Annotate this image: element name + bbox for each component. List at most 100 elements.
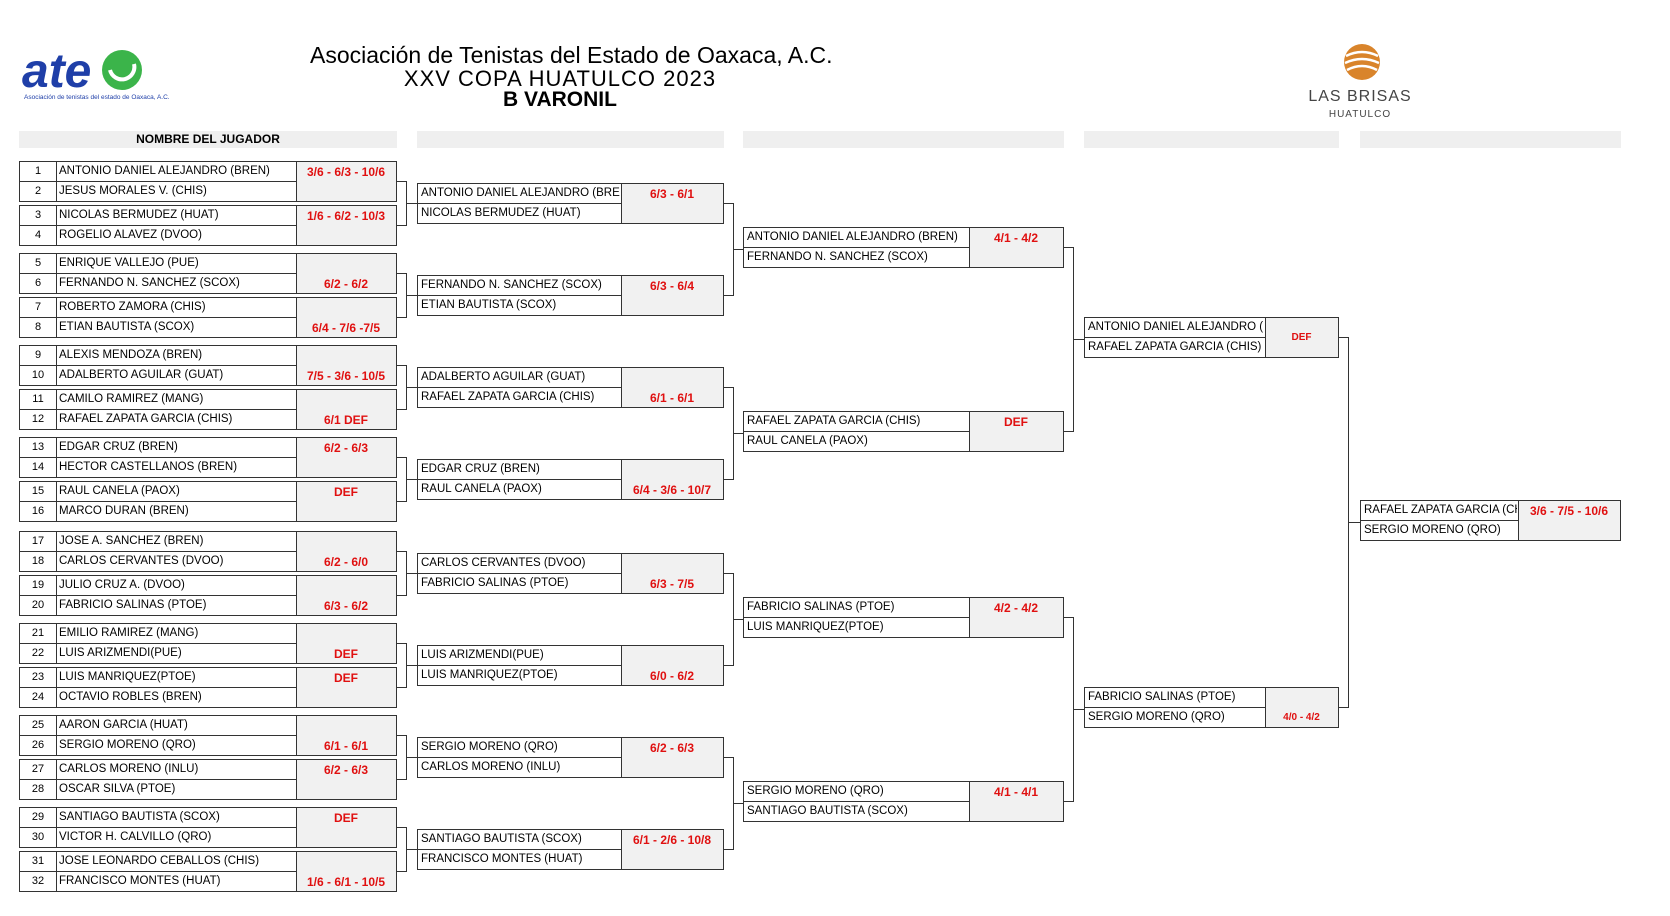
score-cell [296, 808, 396, 847]
score-cell [1518, 501, 1620, 540]
score-cell [621, 184, 723, 223]
match-score: 6/3 - 7/5 [649, 577, 695, 591]
row-divider [20, 365, 296, 366]
las-brisas-emblem [1344, 44, 1380, 80]
score-cell [296, 390, 396, 429]
player-name: JOSE A. SANCHEZ (BREN) [59, 535, 204, 547]
match-score: 6/0 - 6/2 [649, 669, 695, 683]
player-name: ANTONIO DANIEL ALEJANDRO (BR [1088, 321, 1264, 333]
bracket-connector [397, 273, 407, 318]
player-name: ETIAN BAUTISTA (SCOX) [421, 299, 557, 311]
seed-number: 24 [31, 691, 45, 703]
player-name: JULIO CRUZ A. (DVOO) [59, 579, 185, 591]
number-divider [56, 162, 57, 201]
number-divider [56, 716, 57, 755]
seed-number: 9 [34, 349, 42, 361]
score-cell [1265, 688, 1338, 727]
match-score: 4/1 - 4/2 [993, 231, 1039, 245]
score-cell [969, 412, 1063, 451]
match-score: 1/6 - 6/2 - 10/3 [306, 209, 386, 223]
seed-number: 3 [34, 209, 42, 221]
match-box: SANTIAGO BAUTISTA (SCOX)FRANCISCO MONTES… [417, 829, 724, 870]
atec-logo-subtitle: Asociación de tenistas del estado de Oax… [24, 94, 170, 101]
player-name: ALEXIS MENDOZA (BREN) [59, 349, 203, 361]
bracket-connector-line [1074, 339, 1084, 340]
las-brisas-logo: LAS BRISAS HUATULCO [1300, 42, 1420, 122]
player-name: CARLOS CERVANTES (DVOO) [421, 557, 586, 569]
row-divider [744, 801, 969, 802]
row-divider [418, 757, 621, 758]
column-header-round2 [417, 131, 724, 148]
column-header-players: NOMBRE DEL JUGADOR [19, 131, 397, 148]
seed-number: 16 [31, 505, 45, 517]
score-cell [1265, 318, 1338, 357]
seed-number: 22 [31, 647, 45, 659]
player-name: RAFAEL ZAPATA GARCIA (CHIS) [421, 391, 595, 403]
score-cell [296, 438, 396, 477]
match-score: 6/2 - 6/3 [323, 441, 369, 455]
score-cell [296, 298, 396, 337]
bracket-connector-line [407, 479, 417, 480]
match-box: CARLOS CERVANTES (DVOO) FABRICIO SALINAS … [417, 553, 724, 594]
player-name: SANTIAGO BAUTISTA (SCOX) [421, 833, 582, 845]
player-name: ROBERTO ZAMORA (CHIS) [59, 301, 206, 313]
number-divider [56, 668, 57, 707]
seed-number: 21 [31, 627, 45, 639]
match-score: 6/1 DEF [323, 413, 368, 427]
match-score: DEF [334, 485, 358, 499]
match-score: 6/3 - 6/1 [649, 187, 695, 201]
player-name: EDGAR CRUZ (BREN) [59, 441, 178, 453]
bracket-connector-line [407, 295, 417, 296]
number-divider [56, 808, 57, 847]
bracket-connector [397, 643, 407, 688]
match-score: 6/3 - 6/2 [323, 599, 369, 613]
match-box: EDGAR CRUZ (BREN)RAUL CANELA (PAOX)6/4 -… [417, 459, 724, 500]
bracket-connector [1339, 337, 1349, 708]
player-name: FERNANDO N. SANCHEZ (SCOX) [421, 279, 602, 291]
score-cell [621, 554, 723, 593]
player-name: EMILIO RAMIREZ (MANG) [59, 627, 199, 639]
row-divider [1085, 707, 1265, 708]
seed-number: 19 [31, 579, 45, 591]
match-box: ANTONIO DANIEL ALEJANDRO (BREN)FERNANDO … [743, 227, 1064, 268]
player-name: OSCAR SILVA (PTOE) [59, 783, 176, 795]
column-header-final [1360, 131, 1621, 148]
row-divider [20, 687, 296, 688]
bracket-connector-line [407, 573, 417, 574]
match-score: 3/6 - 7/5 - 10/6 [1529, 504, 1609, 518]
player-name: ADALBERTO AGUILAR (GUAT) [59, 369, 224, 381]
seed-number: 28 [31, 783, 45, 795]
seed-number: 23 [31, 671, 45, 683]
player-name: ETIAN BAUTISTA (SCOX) [59, 321, 195, 333]
score-cell [621, 460, 723, 499]
score-cell [621, 368, 723, 407]
row-divider [744, 431, 969, 432]
bracket-connector [724, 203, 734, 296]
player-name: CARLOS MORENO (INLU) [421, 761, 561, 773]
player-name: RAUL CANELA (PAOX) [421, 483, 542, 495]
player-name: RAFAEL ZAPATA GARCIA (CHIS) [59, 413, 233, 425]
seed-number: 12 [31, 413, 45, 425]
row-divider [20, 735, 296, 736]
seed-number: 18 [31, 555, 45, 567]
row-divider [418, 295, 621, 296]
seed-number: 25 [31, 719, 45, 731]
seed-number: 14 [31, 461, 45, 473]
seed-number: 30 [31, 831, 45, 843]
score-cell [969, 782, 1063, 821]
match-score: 4/2 - 4/2 [993, 601, 1039, 615]
player-name: FABRICIO SALINAS (PTOE) [421, 577, 569, 589]
bracket-connector-line [407, 387, 417, 388]
column-header-round3 [743, 131, 1064, 148]
match-score: 6/1 - 2/6 - 10/8 [632, 833, 712, 847]
player-name: SANTIAGO BAUTISTA (SCOX) [59, 811, 220, 823]
match-box: LUIS ARIZMENDI(PUE)LUIS MANRIQUEZ(PTOE)6… [417, 645, 724, 686]
player-name: HECTOR CASTELLANOS (BREN) [59, 461, 238, 473]
